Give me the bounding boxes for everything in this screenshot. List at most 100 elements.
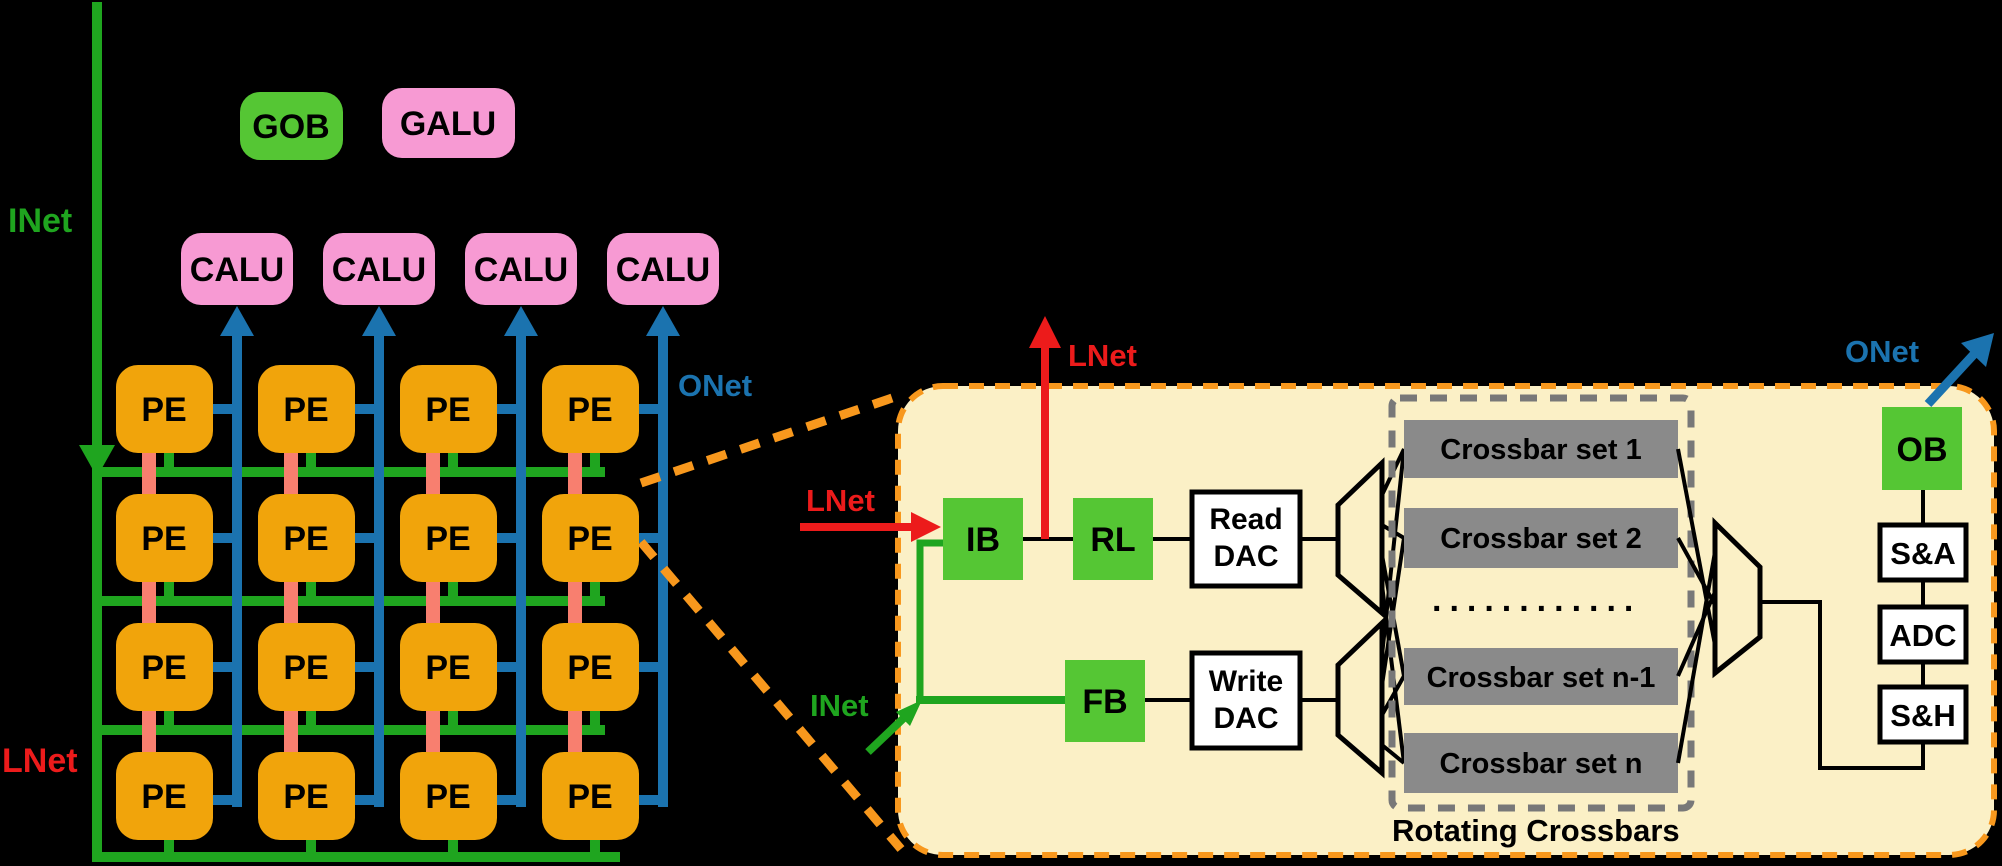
onet-arrowhead-icon [362, 306, 396, 336]
pe-label: PE [283, 778, 328, 816]
calu-label: CALU [474, 251, 568, 289]
pe-label: PE [425, 520, 470, 558]
galu-node: GALU [382, 88, 515, 158]
pe-node: PE [258, 752, 355, 840]
calu-node: CALU [181, 233, 293, 305]
inet-trunk-line [92, 2, 102, 858]
pe-node: PE [542, 494, 639, 582]
calu-node: CALU [323, 233, 435, 305]
pe-label: PE [283, 520, 328, 558]
pe-node: PE [400, 365, 497, 453]
read-dac-node: Read DAC [1189, 489, 1303, 589]
fb-label: FB [1082, 683, 1127, 721]
onet-network [211, 306, 680, 807]
gob-node: GOB [240, 92, 343, 160]
gob-galu-link [366, 120, 380, 129]
pe-label: PE [567, 391, 612, 429]
pe-grid: PE PE PE PE PE PE PE PE PE PE PE PE PE P… [116, 365, 639, 840]
galu-label: GALU [400, 105, 496, 143]
read-demux-icon [1335, 457, 1385, 619]
pe-label: PE [141, 391, 186, 429]
pe-label: PE [425, 649, 470, 687]
crossbar-ellipsis: ............ [1432, 581, 1641, 619]
onet-arrowhead-icon [220, 306, 254, 336]
zoom-guide-upper [639, 390, 903, 488]
crossbar-set-node: Crossbar set n [1404, 733, 1678, 793]
pe-node: PE [542, 752, 639, 840]
crossbar-set-node: Crossbar set n-1 [1404, 648, 1678, 705]
pe-node: PE [258, 494, 355, 582]
inet-row-line [92, 467, 605, 477]
panel-onet-label: ONet [1845, 334, 1919, 369]
rl-node: RL [1073, 498, 1153, 580]
write-dac-node: Write DAC [1189, 650, 1303, 751]
mux-fanin-wires [1676, 448, 1717, 764]
sa-node: S&A [1877, 522, 1969, 583]
inet-arrowhead-icon [896, 700, 922, 726]
crossbar-set-label: Crossbar set n [1439, 748, 1642, 780]
panel-lnet-in-arrow [800, 512, 941, 542]
calu-label: CALU [332, 251, 426, 289]
inet-arrowhead-icon [79, 445, 115, 477]
panel-lnet-up-arrow [1029, 316, 1061, 539]
onet-arrowhead-icon [1961, 333, 1994, 367]
ob-node: OB [1882, 407, 1962, 490]
pe-node: PE [542, 365, 639, 453]
pe-label: PE [141, 520, 186, 558]
inet-row-line [92, 596, 605, 606]
read-dac-label: Read [1209, 503, 1282, 536]
sa-label: S&A [1890, 536, 1955, 571]
panel-lnet-up-label: LNet [1068, 338, 1137, 373]
calu-node: CALU [607, 233, 719, 305]
output-mux-icon [1712, 517, 1763, 679]
panel-inet-label: INet [810, 688, 869, 723]
pe-label: PE [425, 391, 470, 429]
crossbar-set-node: Crossbar set 2 [1404, 508, 1678, 568]
crossbar-set-list: Crossbar set 1 Crossbar set 2 ..........… [1404, 420, 1678, 793]
rotating-crossbars-label: Rotating Crossbars [1392, 813, 1680, 848]
inet-row-line [92, 725, 605, 735]
pe-label: PE [567, 778, 612, 816]
pe-label: PE [567, 649, 612, 687]
lnet-arrowhead-icon [911, 512, 941, 542]
inet-network [79, 2, 620, 862]
pe-node: PE [258, 623, 355, 711]
calu-label: CALU [190, 251, 284, 289]
calu-label: CALU [616, 251, 710, 289]
write-dac-label: DAC [1214, 702, 1279, 735]
pe-label: PE [141, 778, 186, 816]
rl-label: RL [1090, 521, 1135, 559]
adc-node: ADC [1877, 604, 1969, 665]
calu-row: CALU CALU CALU CALU [181, 233, 719, 305]
pe-node: PE [400, 623, 497, 711]
gob-label: GOB [252, 108, 329, 146]
sh-node: S&H [1877, 684, 1969, 745]
crossbar-set-node: Crossbar set 1 [1404, 420, 1678, 478]
pe-node: PE [400, 494, 497, 582]
ob-label: OB [1897, 431, 1948, 469]
pe-label: PE [567, 520, 612, 558]
pe-detail-panel [895, 383, 1997, 858]
adc-label: ADC [1889, 618, 1956, 653]
crossbar-set-label: Crossbar set 1 [1440, 434, 1642, 466]
crossbar-set-label: Crossbar set 2 [1440, 523, 1642, 555]
rotating-crossbars-container [1388, 394, 1695, 812]
zoom-guide-lines [637, 390, 905, 852]
onet-arrowhead-icon [504, 306, 538, 336]
pe-node: PE [116, 623, 213, 711]
ib-node: IB [943, 498, 1023, 580]
pe-node: PE [116, 365, 213, 453]
fb-node: FB [1065, 660, 1145, 742]
calu-node: CALU [465, 233, 577, 305]
pe-node: PE [542, 623, 639, 711]
ib-label: IB [966, 521, 1000, 559]
pe-label: PE [141, 649, 186, 687]
sh-label: S&H [1890, 698, 1955, 733]
lnet-label: LNet [2, 742, 78, 780]
lnet-arrowhead-icon [1029, 316, 1061, 348]
onet-label: ONet [678, 368, 752, 403]
onet-arrowhead-icon [646, 306, 680, 336]
pe-node: PE [116, 752, 213, 840]
read-dac-label: DAC [1214, 540, 1279, 573]
